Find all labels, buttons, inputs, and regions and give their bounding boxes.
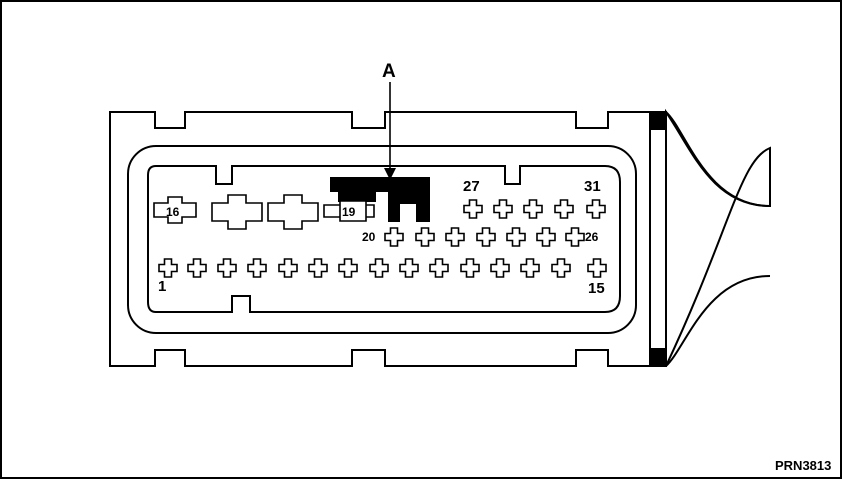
callout-arrow-head	[384, 168, 396, 180]
pin-label-27: 27	[463, 178, 480, 195]
latch-curve-lower	[665, 275, 771, 367]
large-pin-18	[267, 194, 319, 230]
pin-label-31: 31	[584, 178, 601, 195]
component-a-marker	[330, 177, 430, 222]
pin-label-1: 1	[158, 278, 166, 295]
latch-bar-cap-top	[650, 112, 666, 130]
latch-wing-lower	[666, 112, 770, 366]
large-pin-cavities	[153, 194, 375, 230]
pin-label-26: 26	[585, 230, 599, 244]
callout-label-a: A	[382, 61, 396, 82]
large-pin-17	[211, 194, 263, 230]
latch-wing	[665, 108, 771, 367]
reference-code: PRN3813	[775, 458, 831, 473]
latch-bar-cap-bottom	[650, 348, 666, 366]
pin-label-15: 15	[588, 280, 605, 297]
large-pin-19	[323, 200, 375, 222]
pin-label-19: 19	[342, 205, 356, 219]
connector-inner-ring	[127, 145, 637, 334]
latch-bar	[649, 111, 667, 367]
pin-label-20: 20	[362, 230, 376, 244]
latch-curve-upper	[665, 111, 771, 207]
pin-label-16: 16	[166, 205, 180, 219]
large-pin-16	[153, 196, 197, 224]
